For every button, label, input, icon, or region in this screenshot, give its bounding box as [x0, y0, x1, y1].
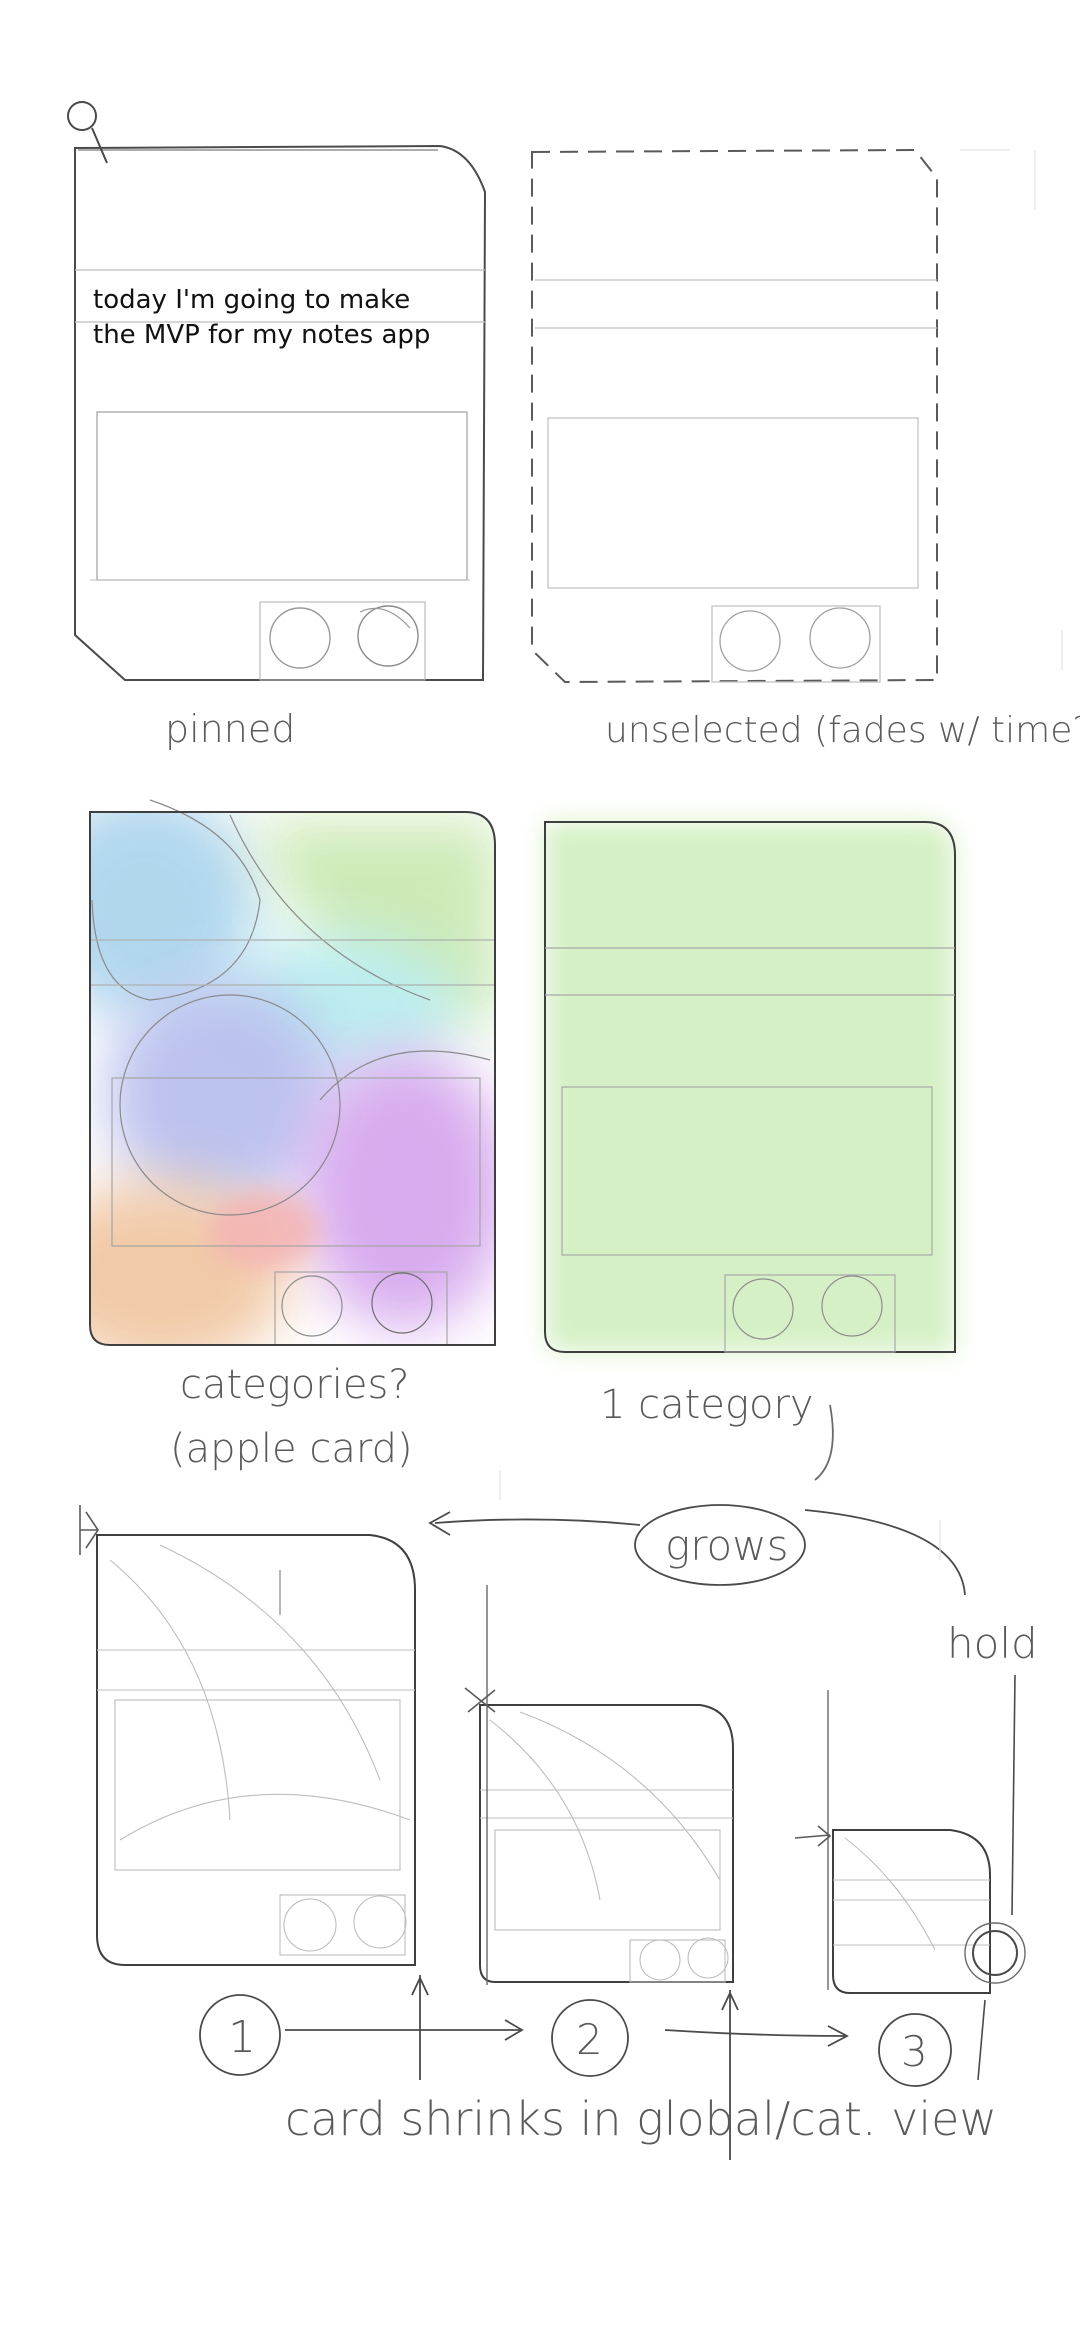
categories-caption-line-2: (apple card) — [170, 1426, 413, 1472]
pin-icon — [67, 101, 108, 164]
svg-text:1: 1 — [228, 2012, 256, 2063]
step-2-marker: 2 — [551, 1999, 629, 2077]
one-category-caption: 1 category — [600, 1382, 814, 1428]
unselected-card-content — [535, 279, 937, 683]
violet-blob — [105, 980, 335, 1210]
grows-label: grows — [665, 1521, 788, 1570]
hold-label: hold — [947, 1619, 1038, 1668]
pinned-caption: pinned — [165, 707, 295, 751]
unselected-card — [531, 148, 938, 684]
pinned-note-line-2: the MVP for my notes app — [93, 320, 430, 350]
unselected-caption: unselected (fades w/ time?) — [605, 710, 1080, 751]
svg-text:3: 3 — [901, 2027, 928, 2076]
hold-touch-icon — [972, 1930, 1018, 1976]
pinned-note-line-1: today I'm going to make — [93, 285, 410, 315]
grows-arrow — [434, 1518, 641, 1526]
grows-bubble — [634, 1504, 806, 1586]
svg-text:2: 2 — [576, 2015, 603, 2064]
shrink-card-3 — [794, 1690, 1026, 1994]
step-1-marker: 1 — [199, 1994, 281, 2076]
one-category-card — [544, 821, 956, 1353]
shrink-card-1 — [79, 1505, 416, 1966]
shrink-card-2 — [464, 1585, 734, 1985]
step-3-marker: 3 — [878, 2013, 952, 2087]
categories-card — [89, 799, 496, 1346]
blue-blob — [90, 812, 260, 1020]
shrink-caption: card shrinks in global/cat. view — [285, 2092, 997, 2146]
red-blob — [210, 1190, 320, 1270]
step-arrows — [284, 1975, 849, 2160]
categories-caption-line-1: categories? — [180, 1362, 410, 1408]
sketch-guides — [499, 149, 1063, 1560]
caption-swash — [814, 1404, 834, 1481]
pinned-card — [74, 144, 487, 681]
purple-blob — [300, 1050, 495, 1330]
